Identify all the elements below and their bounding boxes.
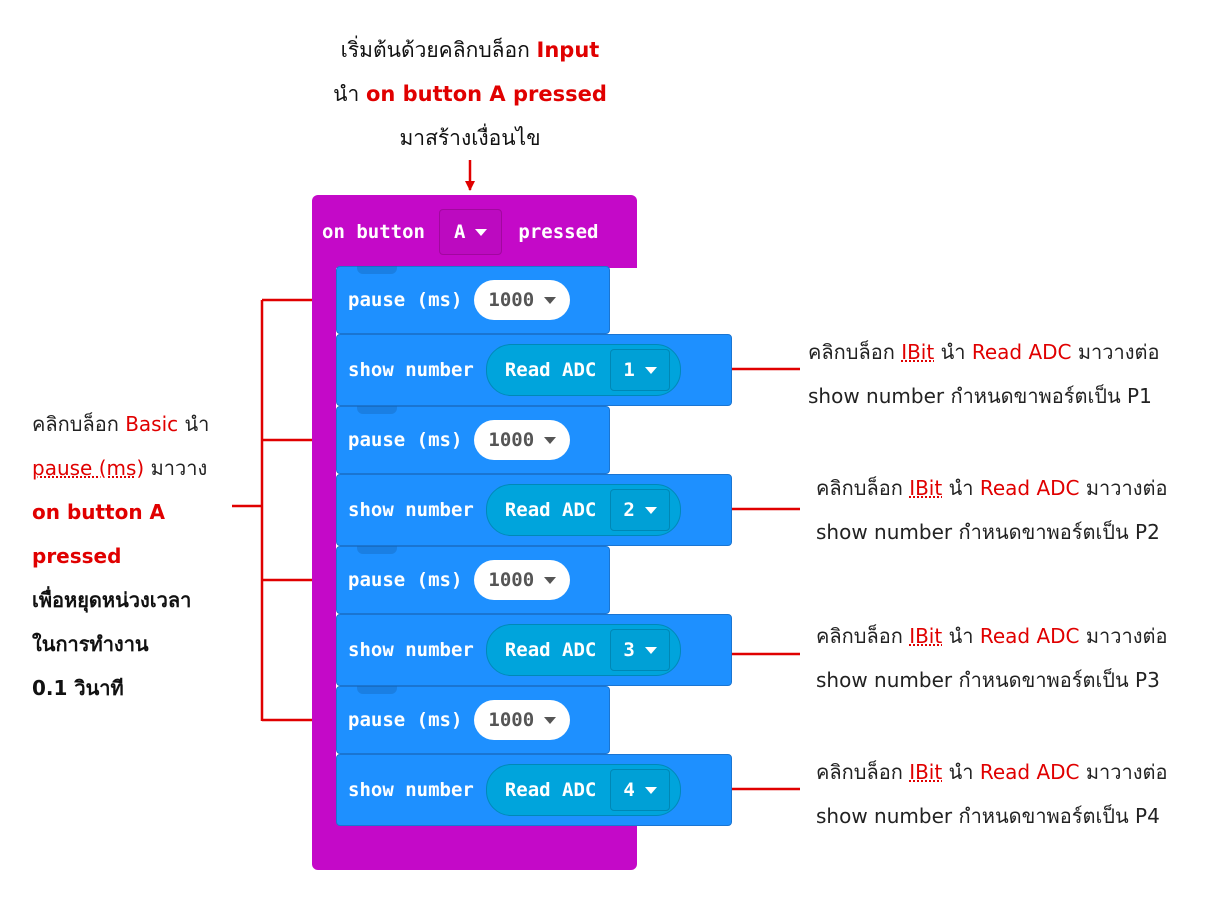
left-annotation: คลิกบล็อก Basic นำ pause (ms) มาวาง on b… — [32, 412, 210, 700]
pause-value-field[interactable]: 1000 — [474, 420, 571, 460]
top-annotation: เริ่มต้นด้วยคลิกบล็อก Input นำ on button… — [300, 28, 640, 160]
chevron-down-icon — [475, 228, 488, 236]
top-annotation-line2: นำ on button A pressed — [333, 82, 607, 106]
block-notch — [357, 686, 397, 694]
adc-port-dropdown[interactable]: 1 — [610, 349, 670, 391]
chevron-down-icon — [644, 786, 657, 794]
chevron-down-icon — [544, 716, 557, 724]
button-dropdown[interactable]: A — [438, 209, 503, 255]
top-annotation-line1: เริ่มต้นด้วยคลิกบล็อก Input — [340, 38, 600, 62]
pause-value-field[interactable]: 1000 — [474, 560, 571, 600]
right-annotation-2: คลิกบล็อก IBit นำ Read ADC มาวางต่อ show… — [816, 476, 1168, 544]
pause-block[interactable]: pause (ms) 1000 — [336, 406, 610, 474]
chevron-down-icon — [544, 436, 557, 444]
chevron-down-icon — [644, 366, 657, 374]
right-annotation-4: คลิกบล็อก IBit นำ Read ADC มาวางต่อ show… — [816, 760, 1168, 828]
block-notch — [357, 546, 397, 554]
event-label-pressed: pressed — [518, 221, 599, 243]
right-annotation-3: คลิกบล็อก IBit นำ Read ADC มาวางต่อ show… — [816, 624, 1168, 692]
chevron-down-icon — [544, 576, 557, 584]
pause-block[interactable]: pause (ms) 1000 — [336, 266, 610, 334]
chevron-down-icon — [544, 296, 557, 304]
block-notch — [357, 266, 397, 274]
adc-port-dropdown[interactable]: 2 — [610, 489, 670, 531]
pause-value-field[interactable]: 1000 — [474, 700, 571, 740]
adc-port-dropdown[interactable]: 4 — [610, 769, 670, 811]
pause-block[interactable]: pause (ms) 1000 — [336, 686, 610, 754]
pause-block[interactable]: pause (ms) 1000 — [336, 546, 610, 614]
adc-port-dropdown[interactable]: 3 — [610, 629, 670, 671]
event-block-header[interactable]: on button A pressed — [322, 207, 598, 257]
event-block-bottom — [312, 822, 637, 870]
chevron-down-icon — [644, 646, 657, 654]
top-annotation-line3: มาสร้างเงื่อนไข — [399, 126, 541, 150]
chevron-down-icon — [644, 506, 657, 514]
right-annotation-1: คลิกบล็อก IBit นำ Read ADC มาวางต่อ show… — [808, 340, 1160, 408]
event-block-spine — [312, 265, 336, 825]
event-label-on: on button — [322, 221, 425, 243]
block-notch — [357, 406, 397, 414]
pause-value-field[interactable]: 1000 — [474, 280, 571, 320]
